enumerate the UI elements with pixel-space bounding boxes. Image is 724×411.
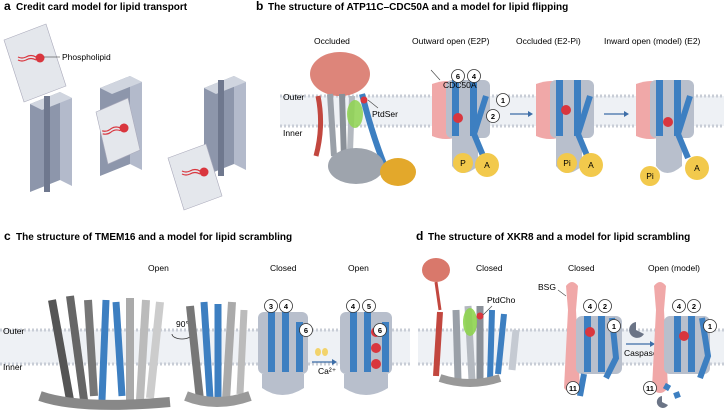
caspase-label: Caspase — [624, 348, 658, 358]
helix-2-text-d2: 2 — [692, 302, 696, 311]
arrow-b-1 — [510, 111, 533, 117]
outward-open-label: Outward open (E2P) — [412, 36, 490, 46]
panel-c-title: The structure of TMEM16 and a model for … — [16, 232, 292, 243]
atp11c-structure — [310, 52, 416, 186]
a-domain-label-3: A — [694, 163, 700, 173]
inner-label-b: Inner — [283, 128, 303, 138]
transporter-block-1 — [30, 92, 72, 192]
pi-domain-label-1: Pi — [563, 158, 571, 168]
lipid-card-1 — [3, 23, 67, 103]
lipid-card-3 — [167, 143, 223, 211]
cdc50a-label: CDC50A — [443, 80, 477, 90]
ptdcho-leader — [482, 305, 493, 316]
arrow-c — [312, 359, 337, 365]
panel-d-letter: d — [416, 229, 423, 243]
helix-5-text-c: 5 — [367, 302, 371, 311]
calcium-ions — [315, 348, 328, 356]
panel-b-title: The structure of ATP11C–CDC50A and a mod… — [268, 2, 568, 13]
xkr8-open-cartoon — [652, 282, 712, 408]
arrow-d — [626, 341, 655, 347]
tmem16-open2-label: Open — [348, 263, 369, 273]
xkr8-closed-cartoon — [564, 282, 622, 397]
xkr8-closed-label: Closed — [476, 263, 503, 273]
cdc50a-leader — [430, 69, 441, 81]
inner-label-c: Inner — [3, 362, 23, 372]
tmem16-open-label: Open — [148, 263, 169, 273]
tmem16-open-cartoon — [340, 312, 392, 395]
panel-d-title: The structure of XKR8 and a model for li… — [428, 232, 690, 243]
tmem16-dimer — [38, 295, 171, 410]
helix-11-text-d2: 11 — [646, 384, 654, 393]
helix-6-text-b: 6 — [456, 72, 460, 81]
outer-label-b: Outer — [283, 92, 304, 102]
ptdcho-label: PtdCho — [487, 295, 516, 305]
helix-11-text-d: 11 — [569, 384, 577, 393]
panel-c-letter: c — [4, 229, 11, 243]
xkr8-structure — [422, 258, 520, 387]
xkr8-closed2-label: Closed — [568, 263, 595, 273]
arrow-b-2 — [604, 111, 629, 117]
pi-domain-label-2: Pi — [646, 171, 654, 181]
transporter-block-2 — [95, 76, 142, 176]
cartoon-e2pi — [536, 80, 603, 177]
ptdser-leader — [367, 99, 379, 109]
calcium-label: Ca²⁺ — [318, 366, 337, 376]
cartoon-e2p — [432, 80, 499, 177]
inward-open-label: Inward open (model) (E2) — [604, 36, 701, 46]
a-domain-label: A — [484, 160, 490, 170]
helix-2-text-b: 2 — [491, 112, 495, 121]
panel-c: c The structure of TMEM16 and a model fo… — [0, 229, 410, 410]
tmem16-closed-label: Closed — [270, 263, 297, 273]
p-domain-label: P — [460, 158, 466, 168]
helix-4-text-c: 4 — [284, 302, 289, 311]
helix-4-text-c2: 4 — [351, 302, 356, 311]
tmem16-closed-cartoon — [258, 312, 308, 395]
bsg-leader — [557, 289, 567, 297]
tmem16-monomer — [184, 301, 252, 407]
panel-a-title: Credit card model for lipid transport — [16, 2, 188, 13]
panel-d: d The structure of XKR8 and a model for … — [416, 229, 724, 408]
helix-4-text-d: 4 — [588, 302, 593, 311]
helix-4-text-d2: 4 — [677, 302, 682, 311]
outer-label-c: Outer — [3, 326, 24, 336]
rotation-label: 90° — [176, 319, 189, 329]
panel-a: a Credit card model for lipid transport … — [3, 0, 246, 211]
helix-3-text-c: 3 — [269, 302, 273, 311]
helix-1-text-d: 1 — [612, 322, 616, 331]
cartoon-e2 — [636, 80, 709, 186]
panel-b-letter: b — [256, 0, 263, 13]
helix-1-text-b: 1 — [501, 96, 505, 105]
ptdser-label: PtdSer — [372, 109, 398, 119]
bsg-label: BSG — [538, 282, 556, 292]
phospholipid-label: Phospholipid — [62, 52, 111, 62]
transporter-block-3 — [204, 76, 246, 176]
a-domain-label-2: A — [588, 160, 594, 170]
panel-a-letter: a — [4, 0, 11, 13]
helix-4-text-b: 4 — [472, 72, 477, 81]
helix-6-text-c2: 6 — [378, 326, 382, 335]
helix-6-text-c: 6 — [304, 326, 308, 335]
helix-2-text-d: 2 — [603, 302, 607, 311]
caspase-icon — [629, 322, 644, 338]
occluded-pi-label: Occluded (E2-Pi) — [516, 36, 581, 46]
occluded-label: Occluded — [314, 36, 350, 46]
helix-1-text-d2: 1 — [708, 322, 712, 331]
panel-b: b The structure of ATP11C–CDC50A and a m… — [256, 0, 724, 186]
xkr8-open-label: Open (model) — [648, 263, 700, 273]
